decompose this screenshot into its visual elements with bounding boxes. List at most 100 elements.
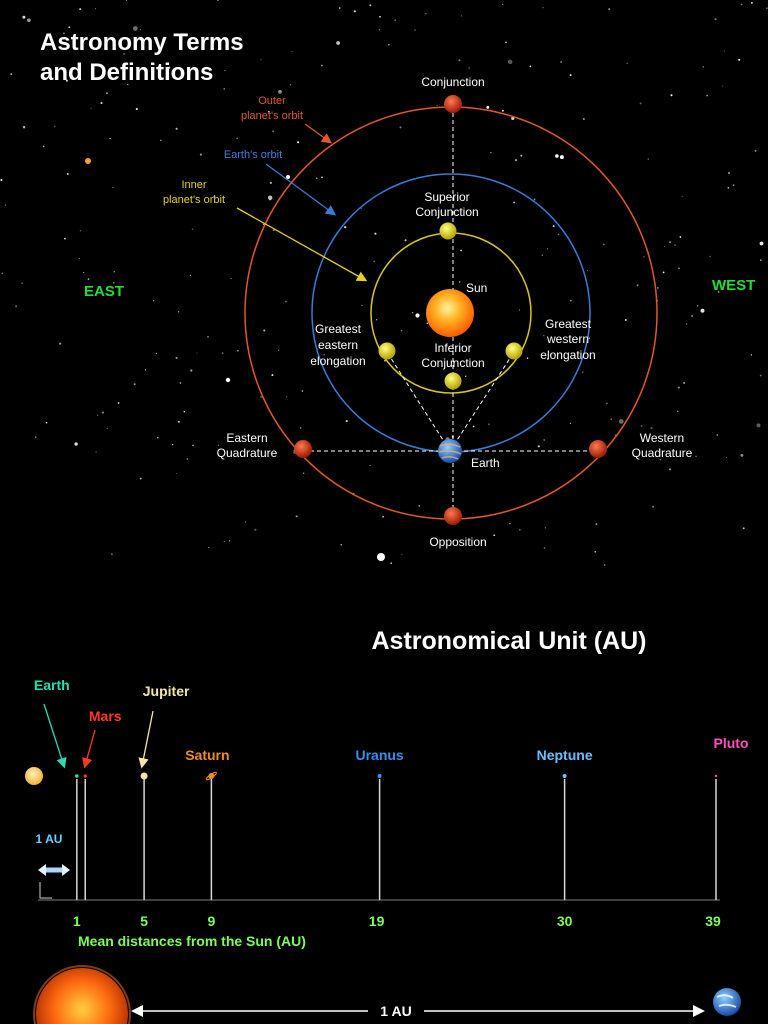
star [543,547,546,549]
western-quadrature-label-line1: Western [640,431,684,445]
star [595,523,598,526]
star [199,153,202,156]
star [217,0,219,1]
star [520,154,523,157]
star [552,225,555,228]
star [404,239,407,242]
star [379,15,381,18]
western-quadrature-planet-icon [589,440,607,458]
star [340,543,342,546]
big-earth-clouds [716,994,737,1008]
star [62,32,65,35]
star [647,158,649,160]
eastern-quadrature-planet-icon [294,440,312,458]
star [321,176,323,179]
star [714,18,717,21]
star [569,74,572,77]
star [132,26,138,31]
star [388,43,390,46]
star [269,181,272,184]
star [196,352,198,354]
star [759,374,762,377]
star [160,139,162,141]
star [112,186,114,189]
east-elongation-line [386,351,451,452]
big-sun-glow [33,965,131,1024]
star [526,357,529,359]
star [537,445,540,448]
axis-tick-label: 30 [557,913,573,929]
star [681,195,683,198]
star [65,79,68,82]
star [394,19,396,21]
star [95,451,97,453]
direction-east-label: EAST [84,283,124,300]
star [295,515,298,518]
star [139,29,141,31]
star [323,354,325,356]
one-au-arrow-right-head [62,864,70,876]
planet-marker-jupiter [140,772,148,780]
star [301,390,303,392]
star [68,26,71,29]
star [15,305,18,308]
star [399,126,402,129]
star [759,259,762,261]
star [582,371,584,373]
star [291,50,293,53]
star [555,154,559,158]
star [100,102,103,105]
bottom-au-label: 1 AU [380,1003,411,1019]
star [336,41,340,45]
star [101,411,104,414]
planet-label-neptune: Neptune [537,747,593,763]
sun-label: Sun [466,281,487,295]
star [546,357,549,360]
star [543,439,546,441]
star [425,12,427,15]
one-au-arrow-left-head [38,864,46,876]
star [374,232,377,235]
star [316,177,318,179]
star [109,137,111,140]
star [594,551,596,553]
star [662,271,665,274]
superior-conjunction-label-line1: Superior [424,190,469,204]
gwe-label-line3: elongation [540,348,595,362]
diagram-title-line2: and Definitions [40,59,213,86]
earth-orbit-arrow [265,163,337,216]
star [677,386,680,389]
star [27,18,31,23]
star [679,235,682,238]
star [10,73,12,75]
star [64,237,66,240]
bright-star [85,158,91,164]
star [588,337,591,339]
star [175,127,178,130]
star [345,420,348,423]
star [518,528,521,531]
star [501,109,504,112]
star [676,410,679,413]
star [547,248,549,250]
inner-orbit-label-line2: planet's orbit [163,194,225,206]
star [640,425,643,427]
star [79,230,82,232]
star [725,456,728,459]
star [97,414,99,416]
star [670,94,673,97]
star [541,254,543,256]
greatest-eastern-elongation-planet-icon [378,342,396,360]
star [299,427,302,429]
star [22,15,26,19]
star [113,270,116,273]
planet-marker-neptune [562,774,567,778]
star [728,172,730,174]
star [740,453,744,457]
star [529,65,532,68]
star [110,553,113,556]
star [172,443,174,446]
opposition-planet-icon [444,507,462,525]
star [35,436,37,438]
